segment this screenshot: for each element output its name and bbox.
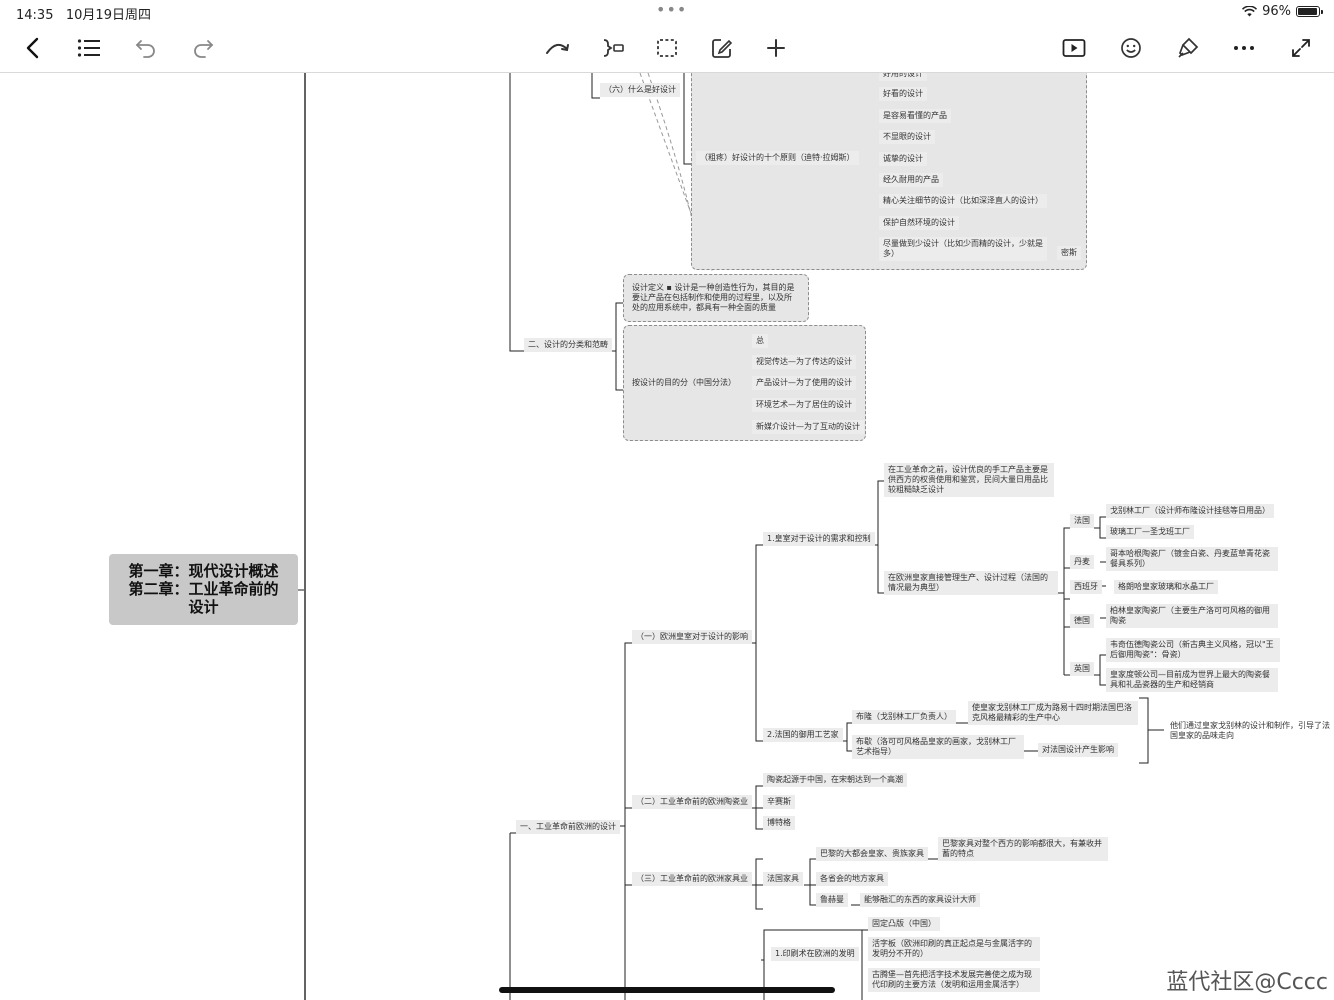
uk-1[interactable]: 韦奇伍德陶瓷公司（新古典主义风格，冠以"王后御用陶瓷"：骨瓷）	[1106, 638, 1280, 662]
design-definition[interactable]: 设计定义 ▪ 设计是一种创造性行为，其目的是要让产品在包括制作和使用的过程里，以…	[632, 283, 795, 312]
europe-s1-a[interactable]: 1.皇室对于设计的需求和控制	[763, 532, 875, 546]
country-dk[interactable]: 丹麦	[1070, 555, 1094, 569]
note-button[interactable]	[705, 31, 739, 65]
redo-arc-icon	[546, 43, 569, 54]
wifi-icon	[1242, 6, 1258, 17]
europe-s1-a-2[interactable]: 在欧洲皇家直接管理生产、设计过程（法国的情况最为典型）	[884, 571, 1058, 595]
play-icon	[1062, 39, 1086, 57]
sticker-button[interactable]	[1114, 31, 1148, 65]
multitask-dots[interactable]: •••	[656, 0, 688, 19]
definition-group	[623, 274, 809, 322]
add-icon	[767, 39, 785, 57]
status-time: 14:35 10月19日周四	[16, 8, 151, 23]
s4-a[interactable]: 1.印刷术在欧洲的发明	[771, 947, 859, 961]
topic-classify[interactable]: 二、设计的分类和范畴	[524, 338, 612, 352]
fr-1[interactable]: 戈别林工厂（设计师布隆设计挂毯等日用品）	[1106, 504, 1274, 518]
format-button[interactable]	[1171, 31, 1205, 65]
presentation-button[interactable]	[1057, 31, 1091, 65]
s3-a[interactable]: 法国家具	[763, 872, 803, 886]
europe-s1[interactable]: （一）欧洲皇室对于设计的影响	[632, 630, 752, 644]
s4-a-2[interactable]: 活字板（欧洲印刷的真正起点是与金属活字的发明分不开的）	[868, 937, 1040, 961]
dk-1[interactable]: 哥本哈根陶瓷厂（镀金白瓷、丹麦蓝草青花瓷餐具系列）	[1106, 547, 1278, 571]
expand-icon	[1292, 39, 1310, 57]
by-purpose[interactable]: 按设计的目的分（中国分法）	[632, 378, 736, 387]
paint-icon	[1178, 37, 1199, 58]
europe-s2[interactable]: （二）工业革命前的欧洲陶瓷业	[632, 795, 752, 809]
relation-button[interactable]	[541, 31, 575, 65]
summary-icon	[603, 39, 624, 57]
country-de[interactable]: 德国	[1070, 614, 1094, 628]
home-indicator[interactable]	[499, 987, 835, 993]
topic-ten-rules[interactable]: （粗疼）好设计的十个原则（迪特·拉姆斯）	[696, 151, 859, 165]
status-bar: 14:35 10月19日周四 ••• 96%	[0, 0, 1334, 24]
purpose-0[interactable]: 总	[752, 334, 768, 348]
brun-1[interactable]: 使皇家戈别林工厂成为路易十四时期法国巴洛克风格最精彩的生产中心	[968, 701, 1138, 725]
europe-s3[interactable]: （三）工业革命前的欧洲家具业	[632, 872, 752, 886]
emoji-icon	[1121, 38, 1141, 58]
root-topic[interactable]: 第一章：现代设计概述 第二章：工业革命前的 设计	[109, 554, 298, 625]
es-1[interactable]: 格朗哈皇家玻璃和水晶工厂	[1114, 580, 1218, 594]
redo-icon	[194, 40, 214, 58]
s3-a-1-1[interactable]: 巴黎家具对整个西方的影响都很大，有兼收并蓄的特点	[938, 837, 1108, 861]
de-1[interactable]: 柏林皇家陶瓷厂（主要生产洛可可风格的御用陶瓷	[1106, 604, 1278, 628]
country-fr[interactable]: 法国	[1070, 514, 1094, 528]
rule-8-tag[interactable]: 密斯	[1057, 246, 1081, 260]
edit-icon	[712, 39, 733, 58]
battery-icon	[1296, 6, 1323, 17]
more-icon	[1234, 46, 1254, 50]
fullscreen-button[interactable]	[1284, 31, 1318, 65]
europe-s1-a-1[interactable]: 在工业革命之前，设计优良的手工产品主要是供西方的权贵使用和鉴赏，民间大量日用品比…	[884, 463, 1054, 497]
s4-a-1[interactable]: 固定凸版（中国）	[868, 917, 940, 931]
back-icon	[26, 37, 39, 59]
watermark: 蓝代社区@Cccc	[1166, 970, 1328, 995]
s2-2[interactable]: 辛赛斯	[763, 795, 795, 809]
brun[interactable]: 布隆（戈别林工厂负责人）	[852, 710, 956, 724]
uk-2[interactable]: 皇家度顿公司—目前成为世界上最大的陶瓷餐具和礼品瓷器的生产和经销商	[1106, 668, 1278, 692]
country-es[interactable]: 西班牙	[1070, 580, 1102, 594]
add-topic-button[interactable]	[759, 31, 793, 65]
rule-4[interactable]: 诚挚的设计	[879, 152, 927, 166]
purpose-1[interactable]: 视觉传达—为了传达的设计	[752, 355, 856, 369]
mindmap-canvas[interactable]: 第一章：现代设计概述 第二章：工业革命前的 设计 （六）什么是好设计 （粗疼）好…	[0, 73, 1334, 1000]
rule-0[interactable]: 好用的设计	[879, 73, 927, 81]
more-button[interactable]	[1227, 31, 1261, 65]
outline-button[interactable]	[72, 31, 106, 65]
rule-2[interactable]: 是容易看懂的产品	[879, 109, 951, 123]
redo-button[interactable]	[186, 31, 220, 65]
europe-s1-b[interactable]: 2.法国的御用工艺家	[763, 728, 843, 742]
back-button[interactable]	[16, 31, 50, 65]
rule-7[interactable]: 保护自然环境的设计	[879, 216, 959, 230]
s3-a-1[interactable]: 巴黎的大都会皇家、贵族家具	[816, 847, 928, 861]
s3-a-3-1[interactable]: 能够融汇的东西的家具设计大师	[860, 893, 980, 907]
battery-percent: 96%	[1262, 4, 1291, 19]
purpose-4[interactable]: 新媒介设计—为了互动的设计	[752, 420, 864, 434]
boucher-1[interactable]: 对法国设计产生影响	[1038, 743, 1118, 757]
fr-2[interactable]: 玻璃工厂—圣戈班工厂	[1106, 525, 1194, 539]
purpose-3[interactable]: 环境艺术—为了居住的设计	[752, 398, 856, 412]
list-icon	[77, 39, 100, 57]
topic-six[interactable]: （六）什么是好设计	[600, 83, 680, 97]
s2-3[interactable]: 博特格	[763, 816, 795, 830]
s3-a-2[interactable]: 各省会的地方家具	[816, 872, 888, 886]
summary-button[interactable]	[596, 31, 630, 65]
rule-5[interactable]: 经久耐用的产品	[879, 173, 943, 187]
boundary-button[interactable]	[650, 31, 684, 65]
undo-icon	[135, 40, 155, 58]
boucher[interactable]: 布歇（洛可可风格品皇家的画家，戈别林工厂艺术指导）	[852, 735, 1024, 759]
s2-1[interactable]: 陶瓷起源于中国，在宋朝达到一个高潮	[763, 773, 907, 787]
rule-1[interactable]: 好看的设计	[879, 87, 927, 101]
topic-europe[interactable]: 一、工业革命前欧洲的设计	[516, 820, 620, 834]
s3-a-3[interactable]: 鲁赫曼	[816, 893, 848, 907]
toolbar	[0, 24, 1334, 73]
s4-a-3[interactable]: 古腾堡—首先把活字技术发展完善使之成为现代印刷的主要方法（发明和运用金属活字）	[868, 968, 1040, 992]
country-uk[interactable]: 英国	[1070, 662, 1094, 676]
purpose-2[interactable]: 产品设计—为了使用的设计	[752, 376, 856, 390]
rule-8[interactable]: 尽量做到少设计（比如少而精的设计，少就是多）	[879, 237, 1047, 261]
summary-callout[interactable]: 他们通过皇家戈别林的设计和制作，引导了法国皇家的品味走向	[1170, 721, 1330, 740]
rule-6[interactable]: 精心关注细节的设计（比如深泽直人的设计）	[879, 194, 1047, 208]
status-right: 96%	[1242, 4, 1323, 19]
undo-button[interactable]	[129, 31, 163, 65]
rule-3[interactable]: 不显眼的设计	[879, 130, 935, 144]
select-box-icon	[657, 39, 677, 57]
